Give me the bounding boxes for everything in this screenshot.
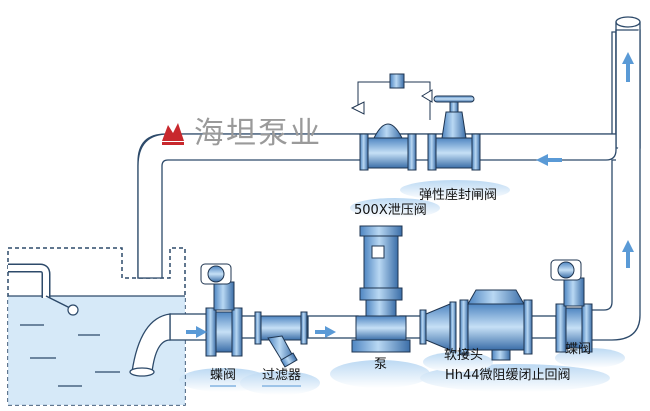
check-valve-label: Hh44微阻缓闭止回阀 [445,368,571,383]
relief-valve [350,73,433,171]
brand-logo-icon [162,123,184,145]
check-valve [459,289,533,361]
pump-label: 泵 [374,357,388,372]
relief-valve-label: 500X泄压阀 [354,203,427,218]
y-strainer [254,311,308,368]
butterfly-valve-right-label: 蝶阀 [565,342,592,357]
watermark-text: 海坦泵业 [194,116,322,151]
gate-valve-label: 弹性座封闸阀 [419,188,498,203]
butterfly-valve-right [550,259,593,353]
vertical-pump [351,225,411,353]
flow-arrows [186,52,634,338]
strainer-label: 过滤器 [262,368,302,387]
watermark: 海坦泵业 [158,117,322,151]
flexible-joint-label: 软接头 [444,348,484,363]
floor-shadows [179,180,625,395]
butterfly-valve-left-label: 蝶阀 [210,368,237,387]
flexible-joint [419,301,457,353]
gate-valve [427,95,481,171]
butterfly-valve-left [200,263,243,357]
